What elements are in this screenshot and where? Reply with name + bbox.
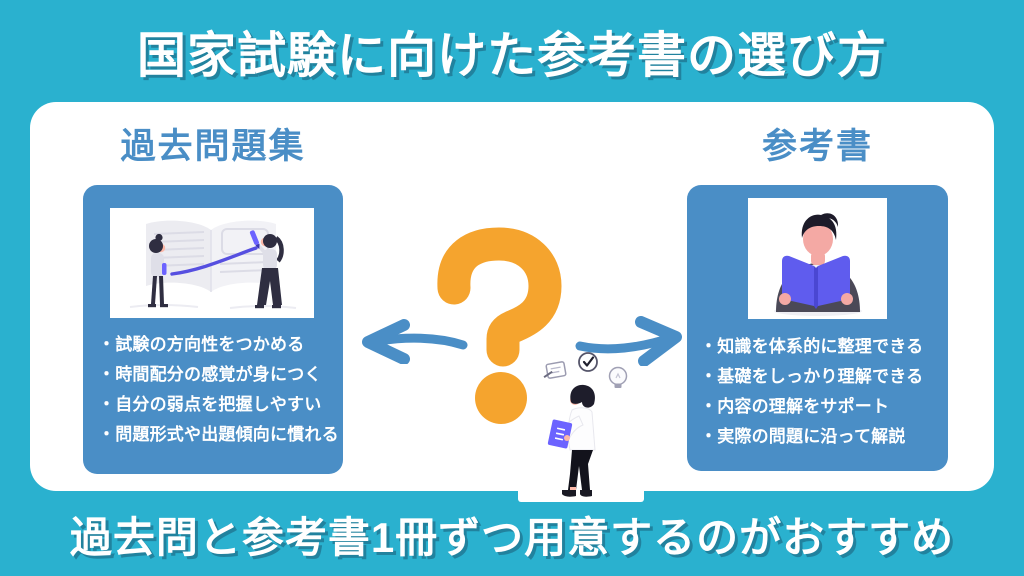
bullet-marker: ・	[98, 425, 116, 444]
arrow-right-icon	[574, 316, 684, 366]
arrow-left-icon	[360, 318, 470, 364]
giant-open-book	[146, 220, 276, 292]
right-figure	[249, 230, 284, 309]
bullet-marker: ・	[98, 365, 116, 384]
bullet-text: 基礎をしっかり理解できる	[717, 367, 924, 386]
left-figure	[148, 233, 168, 308]
reference-book-illustration	[748, 198, 887, 319]
right-section-card: ・知識を体系的に整理できる ・基礎をしっかり理解できる ・内容の理解をサポート …	[687, 185, 948, 471]
checkmark-icon	[578, 352, 598, 372]
list-item: ・試験の方向性をつかめる	[98, 335, 339, 355]
list-item: ・基礎をしっかり理解できる	[700, 367, 944, 387]
memo-icon	[543, 361, 567, 379]
bullet-marker: ・	[700, 427, 718, 446]
bullet-text: 知識を体系的に整理できる	[717, 337, 924, 356]
open-book-graphic	[782, 255, 850, 309]
bullet-text: 時間配分の感覚が身につく	[115, 365, 322, 384]
page-title: 国家試験に向けた参考書の選び方	[136, 29, 887, 83]
left-section-card: ・試験の方向性をつかめる ・時間配分の感覚が身につく ・自分の弱点を把握しやすい…	[83, 185, 343, 474]
bullet-text: 実際の問題に沿って解説	[717, 427, 906, 446]
right-section-heading: 参考書	[761, 127, 873, 166]
notebook-graphic	[547, 419, 573, 449]
list-item: ・知識を体系的に整理できる	[700, 337, 944, 357]
footer-banner: 過去問と参考書1冊ずつ用意するのがおすすめ	[69, 514, 955, 561]
bullet-marker: ・	[98, 335, 116, 354]
thinking-person-figure	[547, 384, 596, 497]
bullet-text: 問題形式や出題傾向に慣れる	[115, 425, 339, 444]
thinking-person-illustration	[518, 348, 658, 506]
man-reading-graphic	[774, 213, 862, 316]
open-book-drawing-graphic	[129, 220, 297, 309]
list-item: ・自分の弱点を把握しやすい	[98, 395, 339, 415]
list-item: ・問題形式や出題傾向に慣れる	[98, 425, 339, 445]
past-questions-illustration	[110, 208, 314, 318]
bullet-text: 内容の理解をサポート	[717, 397, 890, 416]
content-panel: 過去問題集	[30, 102, 994, 502]
left-bullet-list: ・試験の方向性をつかめる ・時間配分の感覚が身につく ・自分の弱点を把握しやすい…	[98, 335, 339, 455]
pen-stroke	[170, 246, 258, 276]
left-section-heading: 過去問題集	[120, 127, 306, 166]
bullet-marker: ・	[700, 337, 718, 356]
list-item: ・内容の理解をサポート	[700, 397, 944, 417]
pen-graphic	[249, 230, 260, 250]
bullet-marker: ・	[700, 397, 718, 416]
bullet-text: 自分の弱点を把握しやすい	[115, 395, 322, 414]
bullet-marker: ・	[700, 367, 718, 386]
list-item: ・時間配分の感覚が身につく	[98, 365, 339, 385]
right-bullet-list: ・知識を体系的に整理できる ・基礎をしっかり理解できる ・内容の理解をサポート …	[700, 337, 944, 457]
list-item: ・実際の問題に沿って解説	[700, 427, 944, 447]
question-mark-icon: ?	[435, 220, 565, 425]
bullet-marker: ・	[98, 395, 116, 414]
lightbulb-icon	[608, 366, 628, 388]
bullet-text: 試験の方向性をつかめる	[115, 335, 305, 354]
